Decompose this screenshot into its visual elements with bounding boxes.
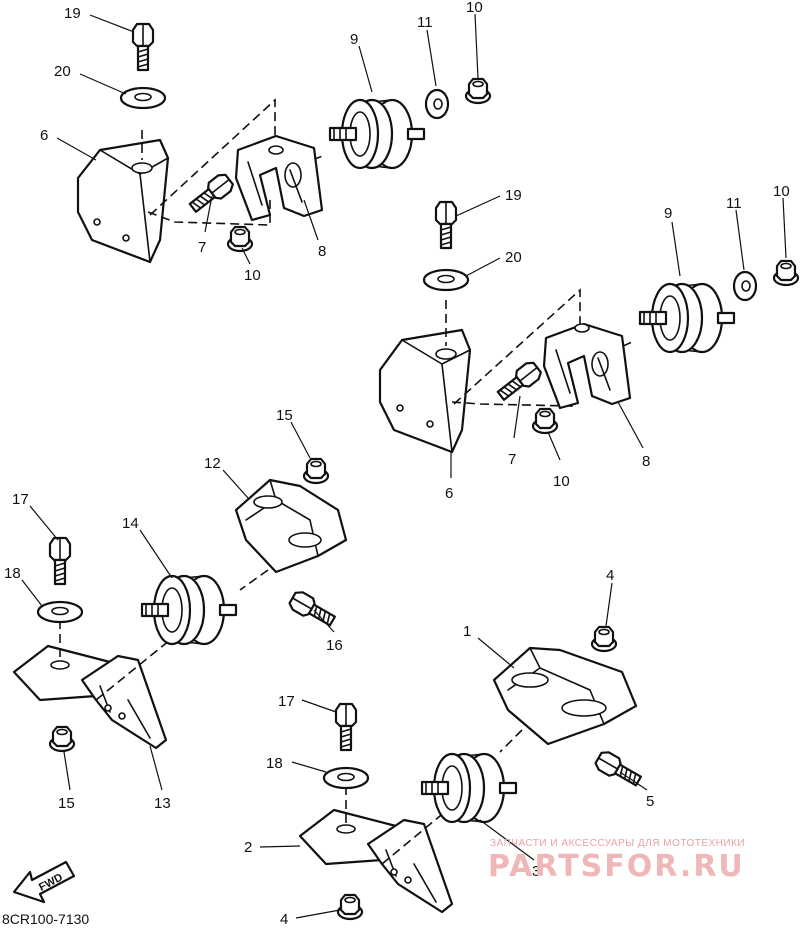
callout-11-upper-left: 11 <box>417 14 433 31</box>
callout-10-upper-left-a: 10 <box>466 0 483 16</box>
callout-8-upper-left: 8 <box>318 243 326 260</box>
callout-13: 13 <box>154 795 171 812</box>
callout-20-upper-left: 20 <box>54 63 71 80</box>
leader-lines <box>21 13 787 919</box>
upper-right-assembly <box>378 200 800 454</box>
callout-7-upper-right: 7 <box>508 451 516 468</box>
fwd-arrow-icon <box>12 860 76 904</box>
callout-15-lower-left-b: 15 <box>58 795 75 812</box>
watermark-brand: PARTSFOR.RU <box>488 849 745 884</box>
callout-6-upper-left: 6 <box>40 127 48 144</box>
lower-right-assembly <box>298 625 645 921</box>
callout-10-upper-right-b: 10 <box>553 473 570 490</box>
callout-10-upper-left-b: 10 <box>244 267 261 284</box>
callout-8-upper-right: 8 <box>642 453 650 470</box>
lower-left-assembly <box>12 457 348 753</box>
callout-9-upper-left: 9 <box>350 31 358 48</box>
callout-17-lower-right: 17 <box>278 693 295 710</box>
callout-10-upper-right-a: 10 <box>773 183 790 200</box>
part-code: 8CR100-7130 <box>2 911 89 927</box>
callout-12: 12 <box>204 455 221 472</box>
callout-19-upper-right: 19 <box>505 187 522 204</box>
upper-left-assembly <box>76 22 492 264</box>
callout-16: 16 <box>326 637 343 654</box>
watermark: ЗАПЧАСТИ И АКСЕССУАРЫ ДЛЯ МОТОТЕХНИКИ PA… <box>488 838 745 884</box>
callout-1: 1 <box>463 623 471 640</box>
callout-17-lower-left: 17 <box>12 491 29 508</box>
callout-11-upper-right: 11 <box>726 195 742 212</box>
callout-18-lower-right: 18 <box>266 755 283 772</box>
callout-4-lower-right-a: 4 <box>606 567 614 584</box>
callout-18-lower-left: 18 <box>4 565 21 582</box>
callout-5: 5 <box>646 793 654 810</box>
callout-6-upper-right: 6 <box>445 485 453 502</box>
callout-15-lower-left-a: 15 <box>276 407 293 424</box>
callout-14: 14 <box>122 515 139 532</box>
callout-9-upper-right: 9 <box>664 205 672 222</box>
callout-7-upper-left: 7 <box>198 239 206 256</box>
callout-3: 3 <box>532 863 540 880</box>
fwd-arrow: FWD <box>12 860 76 904</box>
callout-4-lower-right-b: 4 <box>280 911 288 928</box>
callout-2: 2 <box>244 839 252 856</box>
callouts: 19 20 6 9 11 10 7 10 8 19 20 9 11 10 7 1… <box>4 0 790 928</box>
callout-19-upper-left: 19 <box>64 5 81 22</box>
watermark-tagline: ЗАПЧАСТИ И АКСЕССУАРЫ ДЛЯ МОТОТЕХНИКИ <box>490 838 745 849</box>
callout-20-upper-right: 20 <box>505 249 522 266</box>
